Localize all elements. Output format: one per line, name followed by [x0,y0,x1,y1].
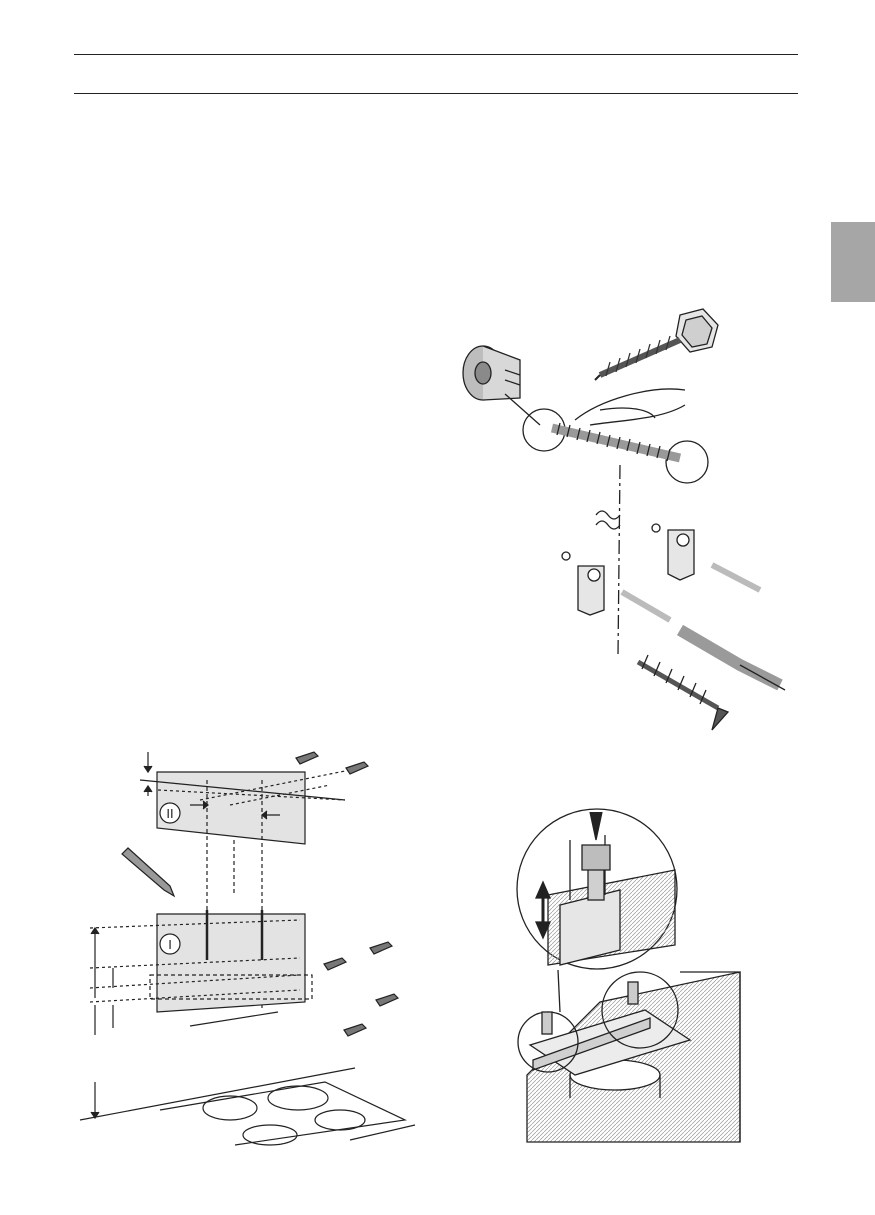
bracket-height-adjust-icon [0,0,875,1215]
